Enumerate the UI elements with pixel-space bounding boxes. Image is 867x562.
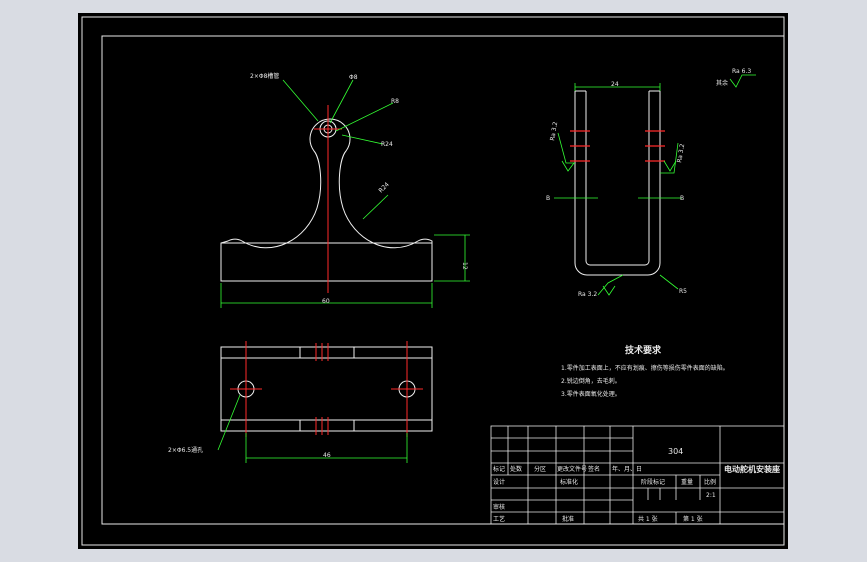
- leader-bend-radius: [659, 274, 679, 290]
- tb-process-label: 工艺: [493, 515, 505, 523]
- front-outline: [220, 118, 433, 282]
- tech-requirements: 技术要求 1.零件加工表面上，不应有划痕、擦伤等损伤零件表面的缺陷。 2.锐边倒…: [561, 344, 729, 398]
- side-section-right: B: [680, 195, 684, 202]
- tb-part-name: 电动舵机安装座: [724, 464, 780, 474]
- front-dim-width: 60: [322, 298, 330, 305]
- surface-note-symbol: [729, 74, 756, 88]
- rough-symbol-right: [663, 160, 677, 172]
- tb-review-label: 审核: [493, 503, 505, 511]
- side-dim-width: 24: [611, 81, 619, 88]
- tb-header-2: 分区: [534, 465, 546, 473]
- leader-rough-bottom: [597, 274, 624, 296]
- side-section-left: B: [546, 195, 550, 202]
- side-hole-marks: [570, 130, 665, 162]
- side-rough-bottom: Ra 3.2: [578, 291, 597, 298]
- tb-header-4: 签名: [588, 465, 600, 473]
- leader-r-arc: [362, 194, 389, 220]
- top-callout-holes: 2×Φ6.5通孔: [168, 446, 203, 454]
- front-dim-r-circle: R24: [381, 141, 393, 148]
- side-inner: [585, 91, 650, 266]
- leader-rough-right: [660, 142, 679, 174]
- leader-hole: [329, 79, 354, 124]
- front-dim-height: 12: [461, 262, 468, 270]
- leader-r-outer: [335, 102, 394, 132]
- cad-drawing: 2×Φ8槽管 Φ8 R8 R24 R24 60 12 24: [81, 16, 785, 546]
- rough-symbol-bottom: [602, 285, 616, 296]
- side-dim-bend: R5: [679, 288, 687, 295]
- drawing-sheet: 2×Φ8槽管 Φ8 R8 R24 R24 60 12 24: [78, 13, 788, 549]
- tb-header-1: 处数: [510, 465, 522, 473]
- rough-symbol-top: [561, 160, 575, 172]
- side-view: [574, 90, 661, 276]
- tb-scale-label: 比例: [704, 478, 716, 486]
- top-dim-spacing: 46: [323, 452, 331, 459]
- inner-frame: [101, 35, 785, 525]
- leader-rough-top: [557, 132, 575, 164]
- tb-stage-mark-label: 阶段标记: [641, 478, 665, 486]
- surface-note-value: Ra 6.3: [732, 68, 751, 75]
- tb-material: 304: [668, 447, 683, 456]
- front-dimensions: [220, 79, 470, 308]
- tb-approve-label: 批准: [562, 515, 574, 523]
- front-dim-text: 2×Φ8槽管 Φ8 R8 R24 R24 60 12: [250, 72, 468, 305]
- side-outer: [574, 91, 661, 276]
- front-dim-r-arc: R24: [377, 181, 390, 194]
- tb-sheets-label: 共 1 张: [638, 515, 658, 523]
- tech-title: 技术要求: [625, 344, 662, 356]
- tech-item-3: 3.零件表面氧化处理。: [561, 390, 621, 398]
- front-dim-r-outer: R8: [391, 98, 399, 105]
- surface-note-label: 其余: [716, 79, 728, 87]
- side-dimensions: [554, 83, 682, 296]
- side-dim-text: 24 B B Ra 3.2 Ra 3.2 Ra 3.2 R5: [546, 81, 687, 298]
- top-outline: [220, 346, 433, 432]
- title-block: [490, 425, 785, 525]
- tb-header-0: 标记: [493, 465, 505, 473]
- title-block-text: 304 电动舵机安装座 标记 处数 分区 更改文件号 签名 年、月、日 设计 标…: [493, 447, 780, 523]
- top-dimensions: [217, 394, 408, 463]
- tb-header-3: 更改文件号: [557, 465, 587, 473]
- leader-r-circle: [341, 134, 384, 145]
- outer-frame: [81, 16, 785, 546]
- tb-sheet-label: 第 1 张: [683, 515, 703, 523]
- side-rough-top: Ra 3.2: [549, 121, 559, 141]
- front-view: [220, 118, 433, 282]
- tech-item-1: 1.零件加工表面上，不应有划痕、擦伤等损伤零件表面的缺陷。: [561, 364, 729, 372]
- front-callout-slot: 2×Φ8槽管: [250, 72, 279, 80]
- side-rough-right: Ra 3.2: [676, 143, 686, 163]
- leader-slot: [282, 79, 319, 122]
- tech-item-2: 2.锐边倒角，去毛刺。: [561, 377, 621, 385]
- top-dim-text: 2×Φ6.5通孔 46: [168, 446, 331, 459]
- tb-designer-label: 设计: [493, 478, 505, 486]
- tb-scale-value: 2:1: [706, 492, 716, 499]
- top-center-marks: [230, 341, 423, 437]
- leader-holes: [217, 394, 241, 451]
- tb-standardization-label: 标准化: [560, 478, 578, 486]
- tb-header-5: 年、月、日: [612, 465, 642, 473]
- front-dim-hole: Φ8: [349, 74, 358, 81]
- tb-weight-label: 重量: [681, 478, 693, 486]
